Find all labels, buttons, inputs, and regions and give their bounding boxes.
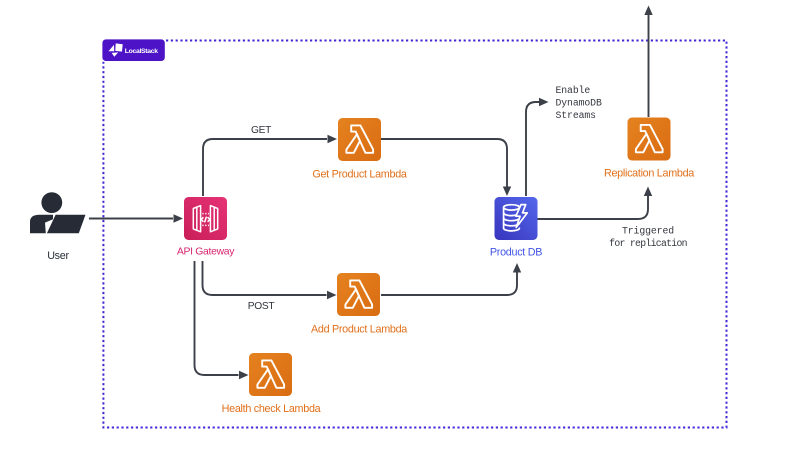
svg-text:GET: GET xyxy=(251,125,271,136)
svg-text:Product DB: Product DB xyxy=(490,247,542,259)
svg-text:Replication Lambda: Replication Lambda xyxy=(604,168,694,180)
svg-text:LocalStack: LocalStack xyxy=(125,48,158,55)
svg-text:API Gateway: API Gateway xyxy=(177,247,235,258)
svg-text:DynamoDB: DynamoDB xyxy=(556,98,602,109)
svg-text:Add Product Lambda: Add Product Lambda xyxy=(311,324,407,336)
svg-text:Get Product Lambda: Get Product Lambda xyxy=(312,169,407,181)
svg-text:for replication: for replication xyxy=(609,238,688,249)
svg-text:Streams: Streams xyxy=(556,110,597,121)
svg-text:User: User xyxy=(47,250,69,262)
svg-text:POST: POST xyxy=(248,301,275,312)
svg-text:Triggered: Triggered xyxy=(622,226,674,237)
svg-text:Health check Lambda: Health check Lambda xyxy=(222,403,321,415)
svg-text:Enable: Enable xyxy=(556,85,591,96)
